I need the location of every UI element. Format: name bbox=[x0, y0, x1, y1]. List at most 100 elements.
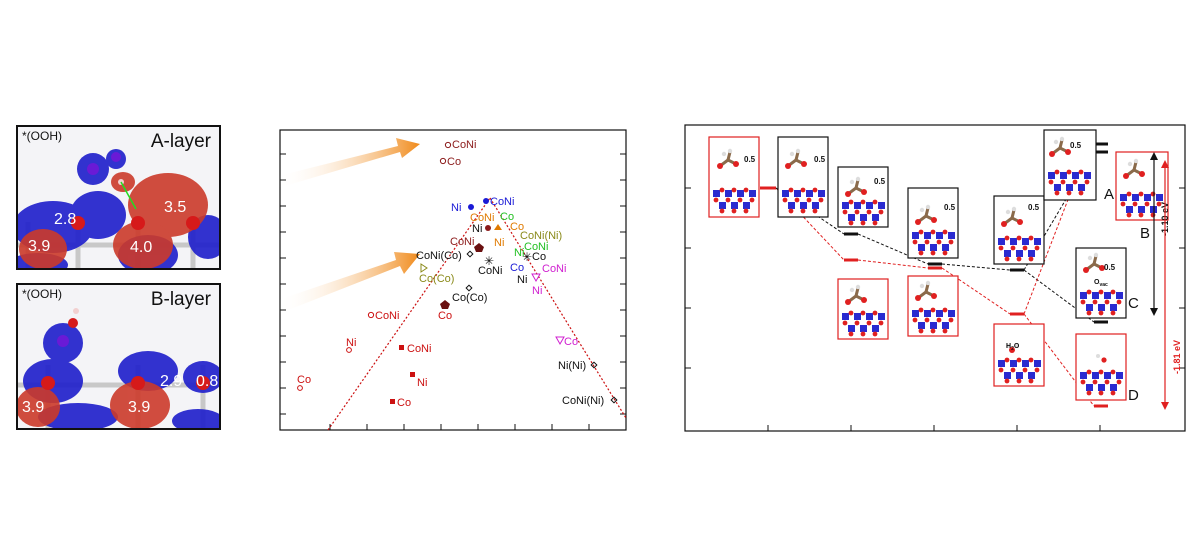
point-coni-ni-olive: CoNi(Ni) bbox=[520, 230, 562, 242]
svg-text:CoNi(Co): CoNi(Co) bbox=[416, 250, 462, 262]
panel-c: 0.5 0.5 0.5 0.5 0.5 bbox=[684, 124, 1186, 434]
profile-y-ticks bbox=[685, 187, 1185, 369]
svg-text:Ni: Ni bbox=[451, 202, 461, 214]
structure-box-9: 0.5 bbox=[1043, 129, 1097, 201]
structure-box-4 bbox=[837, 278, 889, 340]
path-letter-d: D bbox=[1128, 387, 1139, 404]
structure-box-8: H2O bbox=[993, 323, 1045, 387]
svg-text:Co: Co bbox=[438, 310, 452, 322]
point-ni-blue: Ni bbox=[451, 202, 474, 214]
point-ni-ni-black: Ni(Ni) bbox=[558, 360, 598, 372]
point-ni-green: Ni bbox=[514, 247, 524, 259]
structure-box-11: 0.5 Ovac bbox=[1075, 247, 1127, 319]
energy-levels bbox=[760, 142, 1108, 408]
point-coni-blue: CoNi bbox=[483, 196, 514, 208]
svg-text:Co: Co bbox=[532, 251, 546, 263]
svg-text:✳: ✳ bbox=[484, 254, 494, 268]
b-layer-image bbox=[18, 308, 219, 428]
point-co-red-open: Co bbox=[297, 374, 311, 391]
energy-arrow-red: -1.81 eV bbox=[1161, 160, 1182, 410]
point-ni-red-open: Ni bbox=[346, 337, 356, 353]
point-co-co-olive: Co(Co) bbox=[419, 263, 454, 285]
point-co-blue: Co bbox=[510, 262, 524, 274]
a-layer-image bbox=[18, 149, 219, 268]
svg-text:Ni: Ni bbox=[472, 223, 482, 235]
point-coni-red-open: CoNi bbox=[367, 310, 399, 322]
a-layer-title: A-layer bbox=[150, 131, 211, 152]
svg-text:Co: Co bbox=[564, 336, 578, 348]
b-layer-value-4: 3.9 bbox=[128, 399, 151, 416]
svg-text:0.5: 0.5 bbox=[874, 177, 886, 186]
volcano-right-line bbox=[489, 197, 627, 419]
a-layer-value-4: 4.0 bbox=[130, 239, 153, 256]
svg-text:Co(Co): Co(Co) bbox=[419, 273, 454, 285]
svg-text:Ni: Ni bbox=[532, 285, 542, 297]
point-co-black: ✳ Co bbox=[522, 250, 546, 264]
svg-text:Ni(Ni): Ni(Ni) bbox=[558, 360, 586, 372]
point-co-red-filled: Co bbox=[390, 397, 411, 409]
point-ni-orange: Ni bbox=[494, 237, 504, 249]
point-coni-magenta: CoNi bbox=[542, 263, 566, 275]
svg-text:Co: Co bbox=[447, 156, 461, 168]
structure-box-1: 0.5 bbox=[708, 136, 760, 218]
path-letter-b: B bbox=[1140, 225, 1150, 242]
point-coni-ni-black: CoNi(Ni) bbox=[562, 395, 618, 407]
b-layer-value-2: 0.8 bbox=[196, 373, 219, 390]
svg-text:Ni: Ni bbox=[417, 377, 427, 389]
point-coni-co-black: CoNi(Co) bbox=[416, 250, 474, 262]
point-ni-red-filled: Ni bbox=[410, 372, 427, 389]
structure-box-7: 0.5 bbox=[993, 195, 1045, 265]
x-ticks bbox=[329, 424, 590, 430]
point-co-maroon-low: Co bbox=[438, 300, 452, 322]
svg-text:0.5: 0.5 bbox=[814, 155, 826, 164]
panel-a: *(OOH) A-layer 2.8 3.5 3.9 4.0 bbox=[16, 125, 221, 430]
svg-text:CoNi: CoNi bbox=[478, 265, 502, 277]
svg-text:CoNi: CoNi bbox=[407, 343, 431, 355]
point-coni-orange: CoNi bbox=[470, 212, 494, 224]
b-layer-value-1: 2.9 bbox=[160, 373, 183, 390]
volcano-left-line bbox=[327, 197, 491, 431]
b-layer-box: *(OOH) B-layer 2.9 0.8 3.9 3.9 bbox=[16, 283, 221, 430]
structure-box-6 bbox=[907, 275, 959, 337]
orange-arrow-bottom bbox=[278, 252, 420, 314]
point-ni-magenta: Ni bbox=[531, 273, 542, 297]
structure-box-2: 0.5 bbox=[777, 136, 829, 218]
point-coni-black: ✳ CoNi bbox=[478, 254, 502, 277]
svg-text:0.5: 0.5 bbox=[1028, 203, 1040, 212]
a-layer-value-3: 3.9 bbox=[28, 238, 51, 255]
profile-frame bbox=[684, 124, 1186, 432]
svg-text:H2O: H2O bbox=[1006, 343, 1020, 352]
svg-text:0.5: 0.5 bbox=[1070, 141, 1082, 150]
path-letter-c: C bbox=[1128, 295, 1139, 312]
b-layer-value-3: 3.9 bbox=[22, 399, 45, 416]
b-layer-tag: *(OOH) bbox=[22, 287, 62, 301]
svg-text:0.5: 0.5 bbox=[744, 155, 756, 164]
svg-text:CoNi: CoNi bbox=[450, 236, 474, 248]
orange-arrow-top bbox=[278, 138, 420, 188]
point-co-magenta: Co bbox=[555, 336, 578, 348]
a-layer-tag: *(OOH) bbox=[22, 129, 62, 143]
svg-text:Co: Co bbox=[397, 397, 411, 409]
point-coni-maroon: CoNi bbox=[450, 236, 484, 252]
svg-text:Co(Co): Co(Co) bbox=[452, 292, 487, 304]
point-co-co-black: Co(Co) bbox=[452, 284, 487, 304]
svg-text:Co: Co bbox=[297, 374, 311, 386]
svg-text:Ovac: Ovac bbox=[1094, 279, 1108, 288]
plot-frame bbox=[279, 129, 627, 431]
path-letter-a: A bbox=[1104, 186, 1114, 203]
volcano-plot: CoNi Co Ni CoNi CoNi Co Ni Co CoNi Ni Co… bbox=[278, 129, 627, 431]
svg-text:CoNi: CoNi bbox=[490, 196, 514, 208]
a-layer-value-2: 3.5 bbox=[164, 199, 187, 216]
energy-profile: 0.5 0.5 0.5 0.5 0.5 bbox=[684, 124, 1186, 432]
point-ni-maroon: Ni bbox=[472, 223, 491, 235]
profile-x-ticks bbox=[767, 425, 1101, 431]
b-layer-title: B-layer bbox=[150, 289, 211, 310]
svg-text:CoNi: CoNi bbox=[452, 139, 476, 151]
svg-text:Co: Co bbox=[510, 221, 524, 233]
point-conimax: CoNi bbox=[444, 139, 476, 151]
point-co-green: Co bbox=[500, 211, 514, 223]
svg-text:✳: ✳ bbox=[522, 250, 532, 264]
a-layer-box: *(OOH) A-layer 2.8 3.5 3.9 4.0 bbox=[16, 125, 221, 270]
structure-box-5: 0.5 bbox=[907, 187, 959, 259]
svg-text:0.5: 0.5 bbox=[944, 203, 956, 212]
